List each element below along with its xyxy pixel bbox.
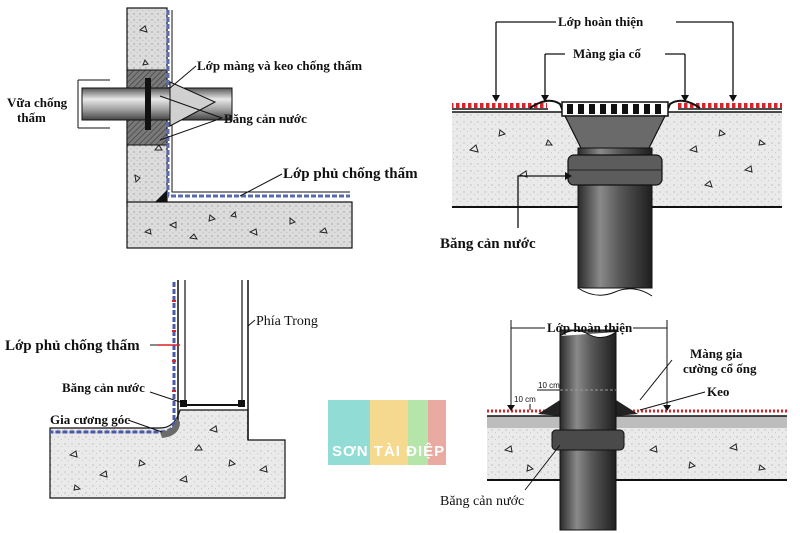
pipe-collar (169, 81, 217, 127)
label-waterstop-2: Băng cản nước (440, 494, 524, 509)
label-corner: Gia cương góc (50, 412, 130, 427)
label-waterstop: Băng cản nước (440, 236, 536, 252)
label-finish-2: Lớp hoàn thiện (547, 320, 633, 335)
logo-block-yellow (370, 400, 408, 465)
label-glue: Keo (707, 384, 729, 399)
watermark-logo: SƠN TÀI ĐIỆP (328, 400, 446, 465)
watermark-text: SƠN TÀI ĐIỆP (332, 442, 445, 460)
label-waterstop: Băng cản nước (224, 111, 307, 126)
label-mortar-1: Vữa chống (7, 95, 68, 110)
membrane-line (166, 10, 350, 198)
waterstop-corner (180, 400, 187, 407)
label-inside: Phía Trong (256, 314, 318, 329)
label-finish: Lớp hoàn thiện (558, 14, 644, 29)
water-stop-ring (145, 78, 151, 130)
label-coating: Lớp phủ chống thấm (5, 338, 140, 354)
concrete-floor (126, 201, 353, 249)
water-stop-band-2 (551, 429, 625, 451)
label-reinforce-1: Màng gia (690, 346, 743, 361)
label-membrane: Lớp màng và keo chống thấm (197, 58, 362, 73)
label-dim-b: 10 cm (514, 395, 536, 404)
label-coating: Lớp phủ chống thấm (283, 166, 418, 182)
finish-layer-left (452, 103, 547, 108)
label-mortar-2: thấm (17, 110, 46, 125)
label-reinforce-2: cường cổ ống (683, 361, 757, 376)
label-dim-a: 10 cm (538, 381, 560, 390)
wall-pipe-detail: Lớp màng và keo chống thấm Vữa chống thấ… (7, 7, 418, 249)
label-reinforce: Màng gia cố (573, 46, 641, 61)
finish-layer-right (678, 103, 782, 108)
coating-membrane (50, 282, 176, 434)
concrete-slab-2 (487, 420, 787, 480)
floor-drain-detail: Lớp hoàn thiện Màng gia cố Băng cản nước (440, 14, 782, 297)
logo-block-teal (328, 400, 370, 465)
logo-block-pink (428, 400, 446, 465)
pipe-penetration-detail: Lớp hoàn thiện Màng gia cường cổ ống Keo… (440, 320, 787, 531)
wall-corner-detail: Phía Trong Lớp phủ chống thấm Băng cản n… (5, 280, 318, 499)
drain-body (564, 115, 666, 151)
label-waterstop: Băng cản nước (62, 380, 145, 395)
